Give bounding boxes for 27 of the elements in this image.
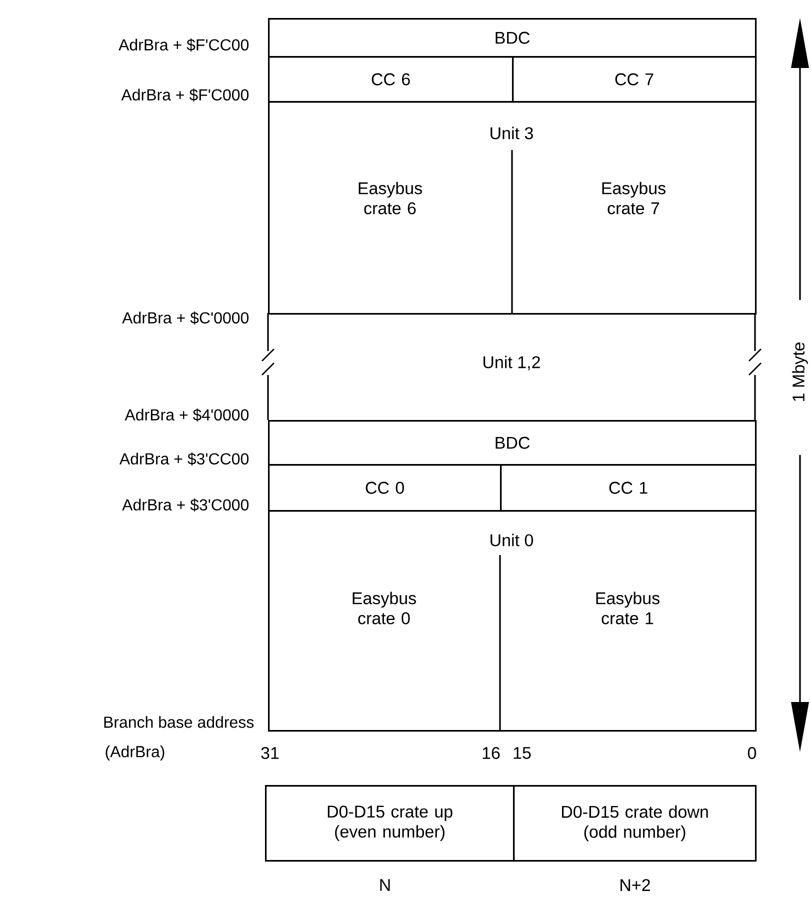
word-address: N	[380, 879, 390, 891]
dimension-label: 1 Mbyte	[792, 342, 808, 401]
memory-region: Unit 1,2	[262, 313, 762, 420]
memory-cell: CC 6	[268, 56, 514, 103]
bit-number: 15	[514, 747, 531, 759]
address-label: AdrBra + $4'0000	[124, 408, 249, 422]
address-label: AdrBra + $F'CC00	[118, 38, 249, 52]
address-label: AdrBra + $3'CC00	[119, 452, 249, 466]
memory-cell: BDC	[268, 420, 757, 466]
address-label: AdrBra + $3'C000	[122, 498, 249, 512]
address-label: Branch base address	[104, 716, 254, 728]
region-label: Easybus crate 1	[596, 592, 660, 624]
memory-cell: CC 1	[500, 464, 757, 512]
bit-number: 0	[748, 746, 756, 760]
data-word-cell: D0-D15 crate down (odd number)	[513, 785, 757, 862]
region-label: Easybus crate 6	[358, 182, 422, 214]
memory-cell: CC 0	[268, 464, 502, 512]
address-label: AdrBra + $F'C000	[121, 88, 249, 102]
memory-cell: CC 7	[512, 56, 757, 103]
address-label: (AdrBra)	[106, 746, 164, 760]
bit-number: 31	[261, 746, 279, 760]
data-word-cell: D0-D15 crate up (even number)	[265, 785, 515, 862]
region-label: Easybus crate 7	[602, 182, 666, 214]
bit-number: 16	[482, 746, 500, 760]
word-address: N+2	[620, 879, 650, 891]
memory-cell: BDC	[268, 18, 757, 58]
region-label: Easybus crate 0	[352, 592, 416, 624]
